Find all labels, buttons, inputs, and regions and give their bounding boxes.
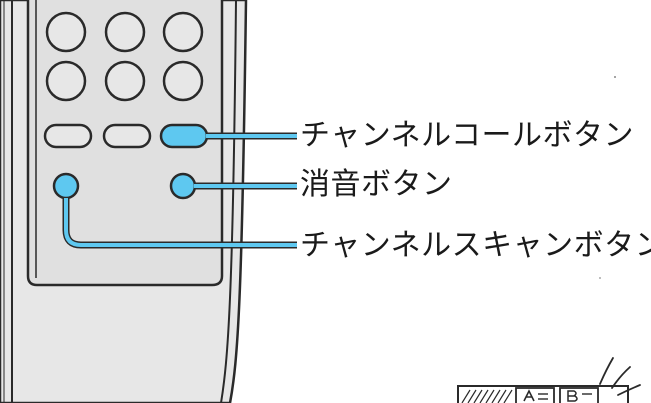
oval-button <box>43 123 93 149</box>
leader-lines <box>62 132 297 249</box>
remote-control-icon <box>0 0 248 403</box>
channel-call-button-label: チャンネルコールボタン <box>300 118 634 153</box>
channel-scan-button-label: チャンネルスキャンボタン <box>300 228 651 263</box>
number-button <box>162 60 204 102</box>
mute-button-label: 消音ボタン <box>300 167 453 202</box>
number-button <box>162 11 204 53</box>
mute-button <box>169 172 197 200</box>
number-button <box>45 11 87 53</box>
number-buttons <box>45 11 204 102</box>
number-button <box>104 11 146 53</box>
oval-buttons <box>43 123 209 149</box>
channel-scan-button <box>52 172 80 200</box>
number-button <box>104 60 146 102</box>
number-button <box>45 60 87 102</box>
sound-waves-icon <box>599 357 641 396</box>
tv-set-icon <box>457 385 629 403</box>
channel-call-button <box>159 123 209 149</box>
oval-button <box>102 123 152 149</box>
